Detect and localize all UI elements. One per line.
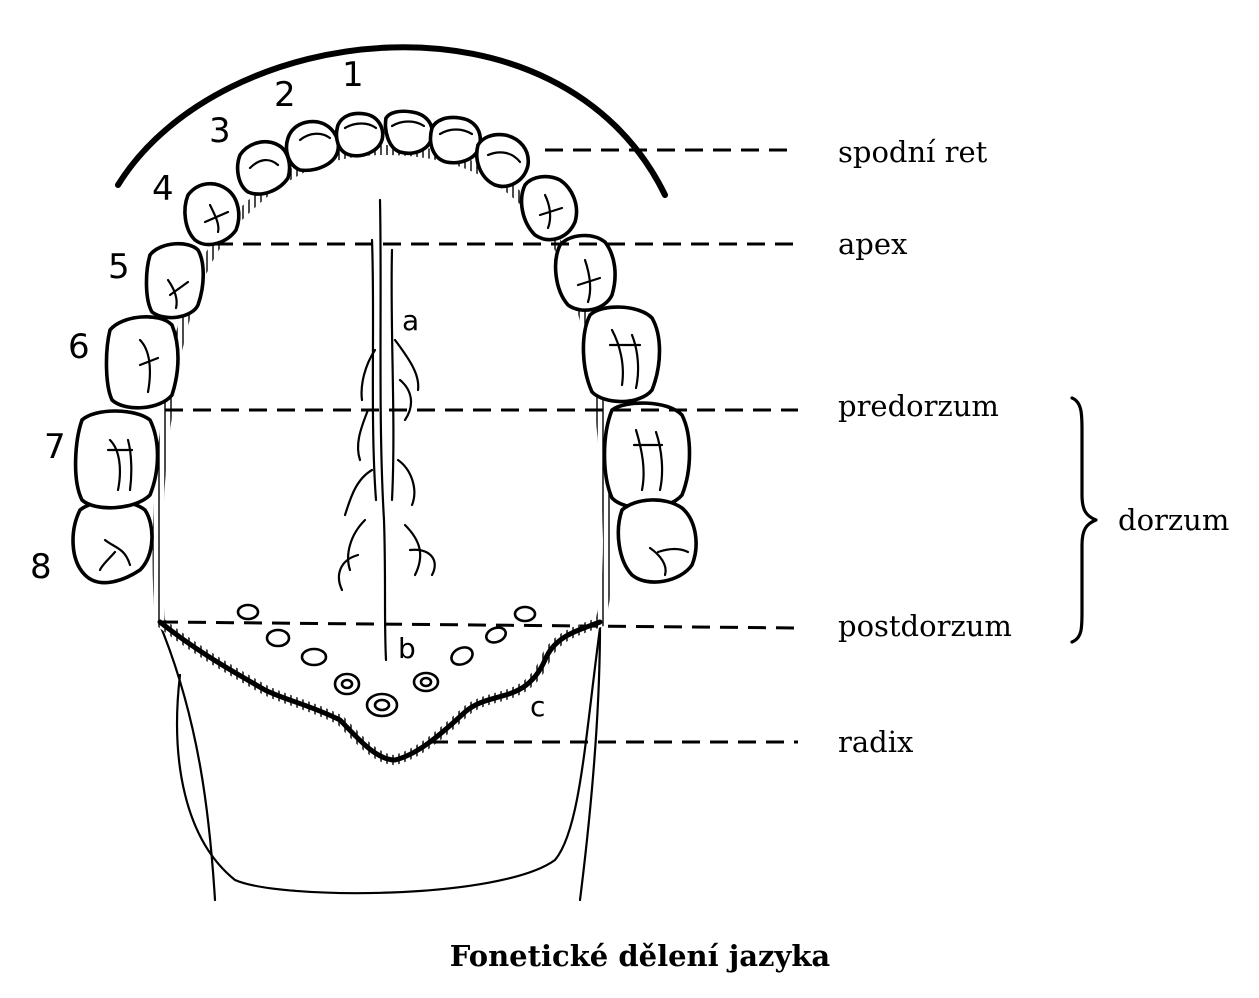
- tooth-number-1: 1: [342, 55, 364, 95]
- tooth-number-5: 5: [108, 247, 130, 287]
- zone-label-radix: radix: [838, 725, 913, 759]
- lingual-papillae: [236, 603, 537, 718]
- zone-leader-lines: [159, 148, 799, 744]
- median-sulcus: [337, 198, 436, 662]
- zone-label-predorsum: predorzum: [838, 389, 999, 423]
- neck-outline: [156, 618, 602, 902]
- label-c: c: [530, 690, 545, 723]
- upper-lip-arc: [115, 44, 668, 198]
- zone-label-dorsum: dorzum: [1118, 503, 1229, 537]
- tooth-number-7: 7: [44, 427, 66, 467]
- label-b: b: [398, 632, 416, 665]
- tooth-number-4: 4: [152, 169, 174, 209]
- zone-label-apex: apex: [838, 227, 907, 261]
- tooth-number-2: 2: [274, 75, 296, 115]
- left-dental-arch: [71, 111, 385, 585]
- label-a: a: [402, 304, 419, 337]
- tooth-number-labels: 1 2 3 4 5 6 7 8: [30, 55, 364, 587]
- tooth-number-6: 6: [68, 327, 90, 367]
- tooth-number-8: 8: [30, 547, 52, 587]
- zone-label-postdorsum: postdorzum: [838, 609, 1012, 643]
- tongue-root-edge: [157, 619, 603, 763]
- tooth-number-3: 3: [209, 111, 231, 151]
- right-dental-arch: [383, 109, 698, 584]
- leader-postdorsum: [159, 620, 799, 630]
- zone-label-lower-lip: spodní ret: [838, 135, 988, 169]
- figure-caption: Fonetické dělení jazyka: [450, 939, 831, 973]
- dorsum-brace: [1070, 396, 1098, 644]
